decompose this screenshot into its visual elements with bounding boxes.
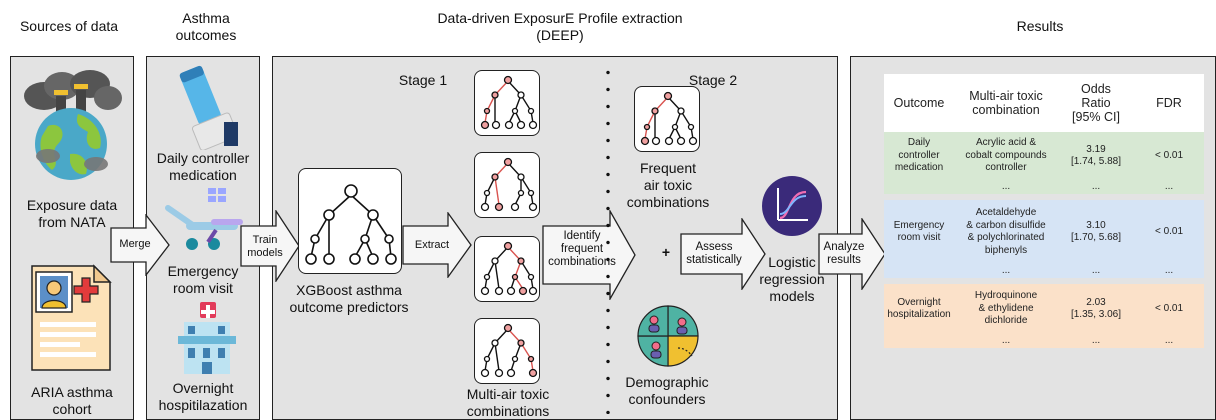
plus-sign: +: [661, 244, 671, 260]
analyze-arrow: Analyze results: [818, 218, 886, 290]
merge-arrow: Merge: [110, 214, 170, 276]
frequent-tree-icon: [634, 86, 700, 152]
cell-ellipsis: ...: [1058, 334, 1134, 348]
people-pie-icon: [636, 304, 700, 368]
header-outcomes: Asthma outcomes: [175, 10, 237, 43]
header-outcome: Outcome: [884, 74, 954, 132]
extract-arrow-label: Extract: [414, 239, 450, 251]
logistic-curve-icon: [760, 174, 824, 238]
cell-odds-ratio: 3.10 [1.70, 5.68]: [1058, 200, 1134, 264]
frequent-combinations-label: Frequent air toxic combinations: [626, 160, 710, 210]
extract-arrow: Extract: [402, 212, 472, 278]
table-header-row: Outcome Multi-air toxic combination Odds…: [884, 74, 1204, 132]
cell-ellipsis: ...: [1058, 180, 1134, 194]
logistic-regression-label: Logistic regression models: [759, 254, 825, 304]
exposure-data-label: Exposure data from NATA: [26, 197, 118, 230]
cell-combination: Hydroquinone & ethylidene dichloride: [954, 284, 1058, 334]
tree-icon-4: [474, 318, 540, 384]
cohort-label: ARIA asthma cohort: [31, 384, 113, 417]
table-ellipsis-row: ... ... ...: [884, 264, 1204, 278]
xgboost-predictors-label: XGBoost asthma outcome predictors: [289, 282, 409, 315]
cell-outcome: Overnight hospitalization: [884, 284, 954, 334]
emergency-room-label: Emergency room visit: [167, 263, 239, 296]
cell-fdr: < 0.01: [1134, 284, 1204, 334]
cell-odds-ratio: 2.03 [1.35, 3.06]: [1058, 284, 1134, 334]
table-row: Emergency room visit Acetaldehyde & carb…: [884, 200, 1204, 264]
header-deep: Data-driven ExposurE Profile extraction …: [437, 10, 683, 43]
cell-combination: Acrylic acid & cobalt compounds controll…: [954, 132, 1058, 180]
cell-ellipsis: ...: [1134, 180, 1204, 194]
identify-arrow: Identify frequent combinations: [542, 210, 636, 300]
inhaler-icon: [170, 64, 244, 151]
identify-arrow-label: Identify frequent combinations: [548, 230, 616, 268]
ambulance-icon: [164, 186, 250, 258]
cell-combination: Acetaldehyde & carbon disulfide & polych…: [954, 200, 1058, 264]
cell-ellipsis: ...: [954, 334, 1058, 348]
daily-controller-label: Daily controller medication: [156, 150, 250, 183]
table-row: Overnight hospitalization Hydroquinone &…: [884, 284, 1204, 334]
demographic-confounders-label: Demographic confounders: [625, 374, 709, 407]
cell-ellipsis: [884, 180, 954, 194]
overnight-hospitalization-label: Overnight hospitilazation: [158, 380, 248, 413]
merge-arrow-label: Merge: [119, 238, 151, 250]
cell-ellipsis: [884, 264, 954, 278]
header-results: Results: [1016, 18, 1064, 34]
table-gap: [884, 278, 1204, 284]
cell-ellipsis: ...: [954, 180, 1058, 194]
cell-fdr: < 0.01: [1134, 200, 1204, 264]
analyze-arrow-label: Analyze results: [823, 241, 865, 266]
train-arrow-label: Train models: [247, 234, 283, 259]
stage-divider: [606, 64, 610, 414]
results-table: Outcome Multi-air toxic combination Odds…: [884, 74, 1204, 348]
assess-arrow: Assess statistically: [680, 218, 766, 290]
table-row: Daily controller medication Acrylic acid…: [884, 132, 1204, 180]
cell-ellipsis: ...: [954, 264, 1058, 278]
assess-arrow-label: Assess statistically: [686, 241, 742, 266]
tree-icon-3: [474, 236, 540, 302]
cell-ellipsis: ...: [1058, 264, 1134, 278]
tree-icon-1: [474, 70, 540, 136]
table-ellipsis-row: ... ... ...: [884, 334, 1204, 348]
cell-fdr: < 0.01: [1134, 132, 1204, 180]
stage1-label: Stage 1: [398, 72, 448, 88]
cell-outcome: Daily controller medication: [884, 132, 954, 180]
header-combination: Multi-air toxic combination: [954, 74, 1058, 132]
train-arrow: Train models: [240, 210, 300, 282]
table-gap: [884, 194, 1204, 200]
header-sources: Sources of data: [19, 18, 119, 34]
factory-earth-icon: [18, 66, 124, 184]
id-card-icon: [26, 262, 116, 374]
header-fdr: FDR: [1134, 74, 1204, 132]
cell-ellipsis: ...: [1134, 264, 1204, 278]
multi-air-toxic-label: Multi-air toxic combinations: [466, 386, 550, 419]
cell-odds-ratio: 3.19 [1.74, 5.88]: [1058, 132, 1134, 180]
stage2-label: Stage 2: [688, 72, 738, 88]
table-ellipsis-row: ... ... ...: [884, 180, 1204, 194]
xgboost-tree-icon: [298, 168, 402, 274]
cell-ellipsis: ...: [1134, 334, 1204, 348]
cell-ellipsis: [884, 334, 954, 348]
tree-icon-2: [474, 152, 540, 218]
hospital-icon: [176, 302, 238, 376]
cell-outcome: Emergency room visit: [884, 200, 954, 264]
header-odds-ratio: Odds Ratio [95% CI]: [1058, 74, 1134, 132]
